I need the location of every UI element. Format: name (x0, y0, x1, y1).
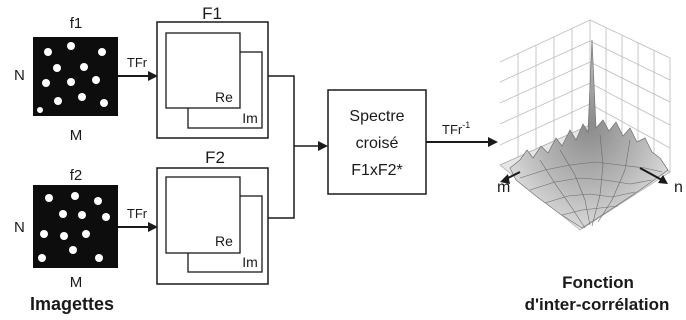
spectrum-box-line3: F1xF2* (351, 162, 403, 179)
imagette-f2-col-label: M (70, 274, 83, 291)
arrow-tfr-inverse-base: TFr (442, 122, 463, 137)
fft-box-f1: F1 Re Im (157, 4, 268, 138)
correlation-surface: m n (497, 20, 683, 230)
arrow-tfr-bottom-label: TFr (127, 206, 148, 221)
fft-box-f2-title: F2 (205, 148, 225, 167)
imagettes-caption: Imagettes (30, 294, 114, 314)
imagette-f1: f1 N M (14, 15, 118, 144)
arrow-tfr-inverse-exponent: -1 (462, 120, 470, 130)
correlation-caption-line1: Fonction (562, 273, 634, 292)
fft-box-f1-imag-label: Im (242, 110, 258, 126)
imagette-f1-col-label: M (70, 127, 83, 144)
spectrum-box-line2: croisé (356, 135, 399, 152)
arrow-tfr-inverse-label: TFr-1 (442, 120, 470, 137)
fft-box-f2-real-label: Re (215, 233, 233, 249)
imagette-f2-row-label: N (14, 219, 25, 236)
correlation-caption-line2: d'inter-corrélation (525, 295, 670, 314)
connector-bracket (268, 76, 294, 218)
arrow-tfr-top-label: TFr (127, 55, 148, 70)
imagette-f1-name: f1 (70, 15, 83, 32)
fft-box-f2-imag-label: Im (242, 254, 258, 270)
arrow-tfr-top: TFr (118, 55, 156, 76)
arrow-tfr-bottom: TFr (118, 206, 156, 227)
imagette-f1-row-label: N (14, 67, 25, 84)
fft-box-f1-real-label: Re (215, 89, 233, 105)
axis-n-label: n (674, 179, 683, 196)
imagette-f2: f2 N M (14, 167, 118, 291)
connector-lines (268, 76, 326, 218)
axis-m-label: m (497, 179, 510, 196)
imagette-f2-name: f2 (70, 167, 83, 184)
arrow-tfr-inverse: TFr-1 (426, 120, 496, 142)
fft-box-f2: F2 Re Im (157, 148, 268, 284)
fft-box-f1-title: F1 (202, 4, 222, 23)
spectrum-box-line1: Spectre (349, 108, 404, 125)
spectrum-box: Spectre croisé F1xF2* (328, 90, 426, 194)
